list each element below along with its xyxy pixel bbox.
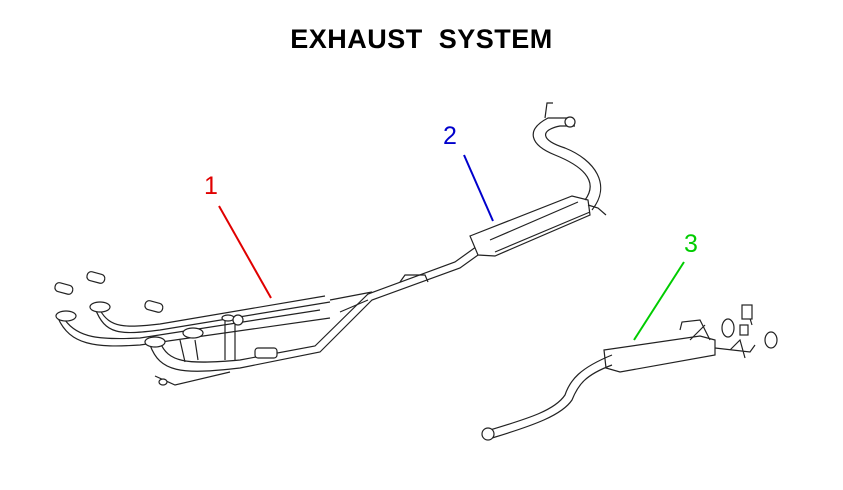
- part-3-rear-muffler: [481, 304, 778, 441]
- callout-2-label: 2: [443, 122, 457, 150]
- callout-1-label: 1: [204, 172, 218, 200]
- diagram-title: EXHAUST SYSTEM: [290, 24, 553, 54]
- part-2-center-muffler: [469, 102, 607, 257]
- callout-3-label: 3: [684, 230, 698, 258]
- callout-3-leader: [633, 261, 685, 341]
- callout-1-leader: [218, 205, 272, 299]
- callout-2-leader: [463, 154, 494, 222]
- part-1-front-pipe: [54, 243, 486, 386]
